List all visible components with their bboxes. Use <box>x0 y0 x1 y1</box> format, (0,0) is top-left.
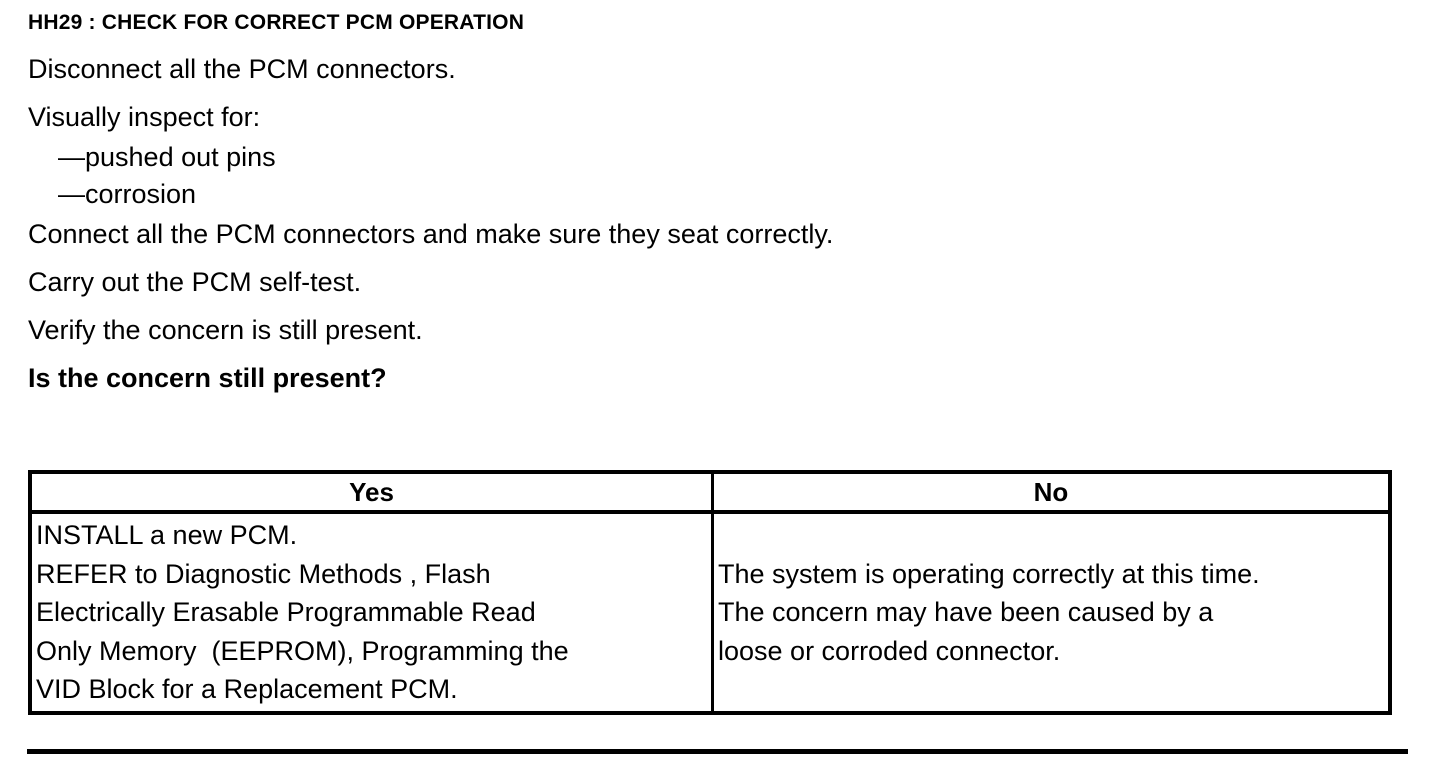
inspect-item-list: —pushed out pins —corrosion <box>28 144 1388 208</box>
list-item: —pushed out pins <box>58 142 276 172</box>
instruction-block: Disconnect all the PCM connectors. Visua… <box>28 56 1388 413</box>
section-divider-rule <box>27 749 1408 754</box>
table-cell-no: The system is operating correctly at thi… <box>714 514 1388 711</box>
list-item: —corrosion <box>58 179 197 209</box>
decision-table: Yes No INSTALL a new PCM. REFER to Diagn… <box>28 470 1392 715</box>
cell-line: INSTALL a new PCM. <box>36 520 298 550</box>
table-header-no: No <box>1033 477 1069 507</box>
cell-line: VID Block for a Replacement PCM. <box>36 674 458 704</box>
cell-line: Electrically Erasable Programmable Read <box>36 597 536 627</box>
instruction-line-disconnect: Disconnect all the PCM connectors. <box>28 54 456 84</box>
table-header-yes: Yes <box>32 474 714 510</box>
cell-line: loose or corroded connector. <box>718 635 1061 666</box>
instruction-line-self-test: Carry out the PCM self-test. <box>28 267 362 297</box>
decision-question: Is the concern still present? <box>28 363 387 393</box>
table-cell-yes: INSTALL a new PCM. REFER to Diagnostic M… <box>32 514 714 711</box>
table-header-row: Yes No <box>32 474 1388 514</box>
step-heading: HH29 : CHECK FOR CORRECT PCM OPERATION <box>28 11 525 34</box>
cell-line: The concern may have been caused by a <box>718 597 1214 627</box>
cell-line: The system is operating correctly at thi… <box>718 558 1260 589</box>
cell-line: Only Memory (EEPROM), Programming the <box>36 635 569 666</box>
instruction-line-connect: Connect all the PCM connectors and make … <box>28 219 834 249</box>
cell-line: REFER to Diagnostic Methods , Flash <box>36 558 491 589</box>
instruction-line-verify: Verify the concern is still present. <box>28 315 423 345</box>
table-row: INSTALL a new PCM. REFER to Diagnostic M… <box>32 514 1388 711</box>
instruction-line-visually-inspect: Visually inspect for: <box>28 102 261 132</box>
